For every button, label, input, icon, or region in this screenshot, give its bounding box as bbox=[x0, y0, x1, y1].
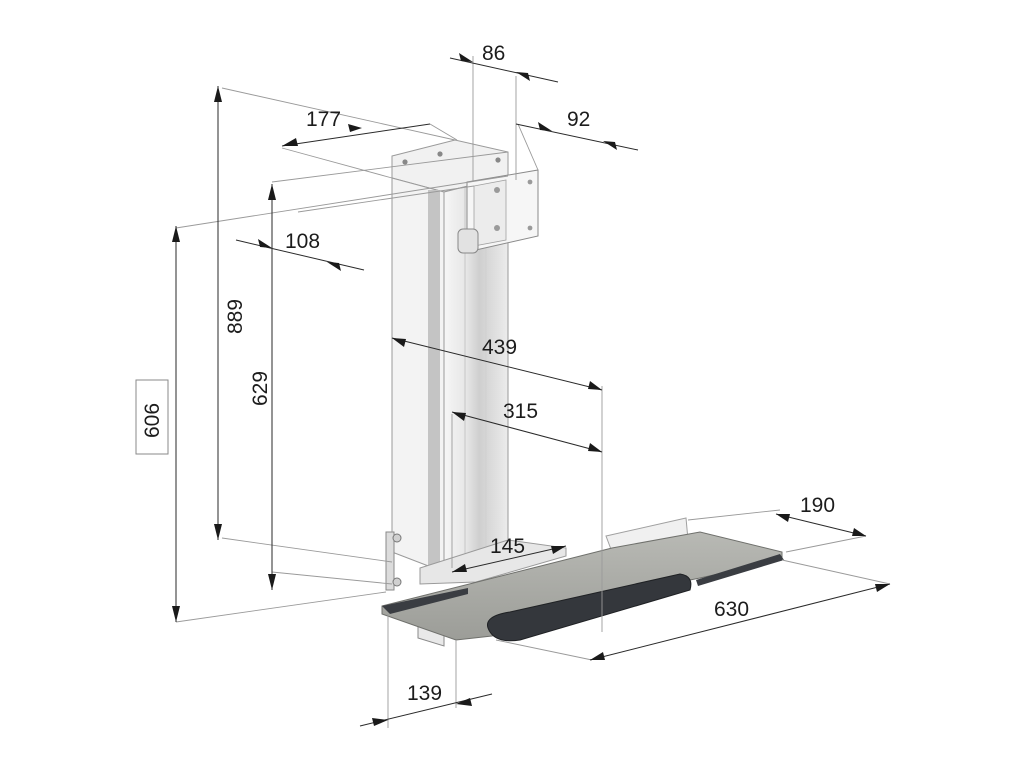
workstation-mount bbox=[381, 139, 784, 647]
dim-86 bbox=[449, 53, 559, 83]
dimension-lines: 86 177 92 108 439 315 145 190 630 139 88… bbox=[135, 42, 891, 728]
dim-606-box bbox=[135, 379, 169, 455]
dim-606 bbox=[172, 226, 180, 622]
dim-label-190: 190 bbox=[800, 494, 835, 517]
support-arm bbox=[419, 539, 567, 585]
dim-label-889: 889 bbox=[224, 299, 247, 334]
dim-label-606: 606 bbox=[141, 403, 164, 438]
dim-630 bbox=[589, 583, 891, 661]
dim-label-177: 177 bbox=[306, 108, 341, 131]
dim-145 bbox=[451, 545, 567, 573]
dim-label-439: 439 bbox=[482, 336, 517, 359]
dim-label-86: 86 bbox=[482, 42, 505, 65]
dim-label-629: 629 bbox=[249, 371, 272, 406]
dim-label-315: 315 bbox=[503, 400, 538, 423]
extension-lines bbox=[175, 56, 891, 728]
keyboard-tray bbox=[381, 531, 784, 642]
dim-label-108: 108 bbox=[285, 230, 320, 253]
dim-label-139: 139 bbox=[407, 682, 442, 705]
dim-315 bbox=[451, 411, 603, 453]
dim-439 bbox=[391, 337, 603, 391]
dim-92 bbox=[515, 122, 639, 151]
dim-label-630: 630 bbox=[714, 598, 749, 621]
dim-177 bbox=[281, 123, 431, 147]
dim-889 bbox=[214, 86, 222, 540]
dim-190 bbox=[775, 513, 867, 537]
dim-108 bbox=[235, 239, 365, 271]
dim-139 bbox=[359, 693, 493, 727]
dim-label-145: 145 bbox=[490, 535, 525, 558]
dim-629 bbox=[268, 184, 276, 590]
dim-label-92: 92 bbox=[567, 108, 590, 131]
vesa-plate bbox=[457, 169, 539, 254]
